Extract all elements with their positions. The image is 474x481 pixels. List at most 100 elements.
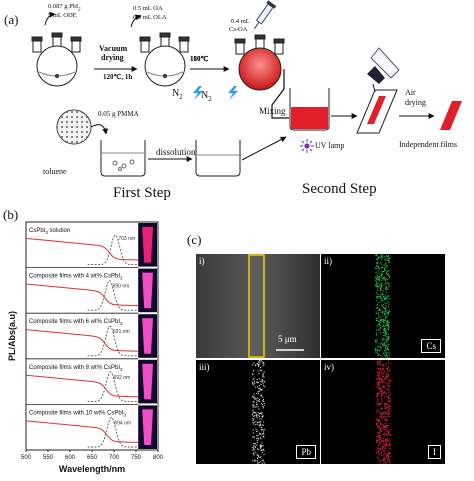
eds-dot [382, 459, 384, 461]
eds-dot [260, 395, 262, 397]
eds-dot [377, 394, 379, 396]
eds-dot [377, 286, 379, 288]
eds-dot [387, 337, 389, 339]
eds-dot [252, 418, 254, 420]
eds-dot [253, 377, 255, 379]
cs-map-tile: ii) Cs [321, 254, 445, 358]
eds-dot [384, 277, 386, 279]
eds-dot [375, 351, 377, 353]
eds-dot [380, 288, 382, 290]
eds-dot [260, 437, 262, 439]
eds-dot [385, 457, 387, 459]
eds-dot [383, 264, 385, 266]
eds-dot [259, 399, 261, 401]
casting-plate [356, 89, 398, 134]
eds-dot [252, 446, 254, 448]
eds-dot [387, 257, 389, 259]
eds-dot [375, 278, 377, 280]
eds-dot [386, 355, 388, 357]
eds-dot [387, 328, 389, 330]
eds-dot [377, 282, 379, 284]
eds-dot [262, 424, 264, 426]
eds-dot [262, 433, 264, 435]
eds-dot [380, 297, 382, 299]
eds-dot [379, 441, 381, 443]
eds-dot [263, 453, 265, 455]
eds-dot [255, 431, 257, 433]
eds-dot [377, 276, 379, 278]
eds-dot [377, 346, 379, 348]
eds-dot [382, 463, 384, 464]
eds-dot [386, 298, 388, 300]
eds-dot [386, 324, 388, 326]
eds-dot [383, 425, 385, 427]
eds-dot [384, 328, 386, 330]
eds-dot [381, 254, 383, 256]
eds-dot [254, 386, 256, 388]
eds-dot [385, 345, 387, 347]
eds-dot [380, 255, 382, 257]
eds-dot [261, 459, 263, 461]
eds-dot [379, 435, 381, 437]
eds-dot [378, 377, 380, 379]
eds-dot [385, 324, 387, 326]
eds-dot [377, 285, 379, 287]
eds-dot [260, 446, 262, 448]
eds-dot [381, 450, 383, 452]
eds-dot [376, 275, 378, 277]
eds-dot [256, 423, 258, 425]
eds-dot [252, 364, 254, 366]
eds-dot [380, 319, 382, 321]
eds-dot [382, 381, 384, 383]
eds-dot [385, 454, 387, 456]
eds-dot [383, 354, 385, 356]
eds-dot [377, 363, 379, 365]
eds-dot [384, 338, 386, 340]
eds-dot [386, 255, 388, 257]
eds-dot [389, 379, 391, 381]
eds-dot [388, 438, 390, 440]
eds-dot [382, 423, 384, 425]
eds-dot [257, 361, 259, 363]
eds-dot [260, 460, 262, 462]
eds-dot [379, 332, 381, 334]
eds-dot [376, 371, 378, 373]
eds-dot [375, 282, 377, 284]
eds-dot [382, 363, 384, 365]
eds-dot [389, 443, 391, 445]
tile-iv-tag: iv) [324, 362, 334, 372]
eds-dot [379, 284, 381, 286]
eds-dot [253, 412, 255, 414]
eds-dot [389, 444, 391, 446]
eds-dot [378, 308, 380, 310]
eds-dot [261, 445, 263, 447]
eds-dot [376, 263, 378, 265]
eds-dot [383, 329, 385, 331]
eds-dot [258, 438, 260, 440]
eds-dot [388, 442, 390, 444]
eds-dot [378, 345, 380, 347]
vial-glow [142, 363, 153, 400]
eds-dot [385, 375, 387, 377]
eds-dot [388, 261, 390, 263]
eds-dot [258, 382, 260, 384]
eds-dot [381, 338, 383, 340]
eds-dot [379, 278, 381, 280]
eds-dot [385, 307, 387, 309]
eds-dot [384, 423, 386, 425]
eds-dot [376, 395, 378, 397]
eds-dot [387, 444, 389, 446]
eds-dot [256, 413, 258, 415]
eds-dot [383, 255, 385, 257]
eds-dot [376, 420, 378, 422]
eds-dot [263, 364, 265, 366]
eds-dot [384, 264, 386, 266]
eds-dot [385, 287, 387, 289]
eds-dot [381, 373, 383, 375]
eds-dot [255, 428, 257, 430]
eds-dot [381, 344, 383, 346]
eds-dot [387, 373, 389, 375]
eds-dot [379, 428, 381, 430]
flask2-reagent-2: 0.5 mL OLA [133, 14, 167, 21]
eds-dot [258, 416, 260, 418]
